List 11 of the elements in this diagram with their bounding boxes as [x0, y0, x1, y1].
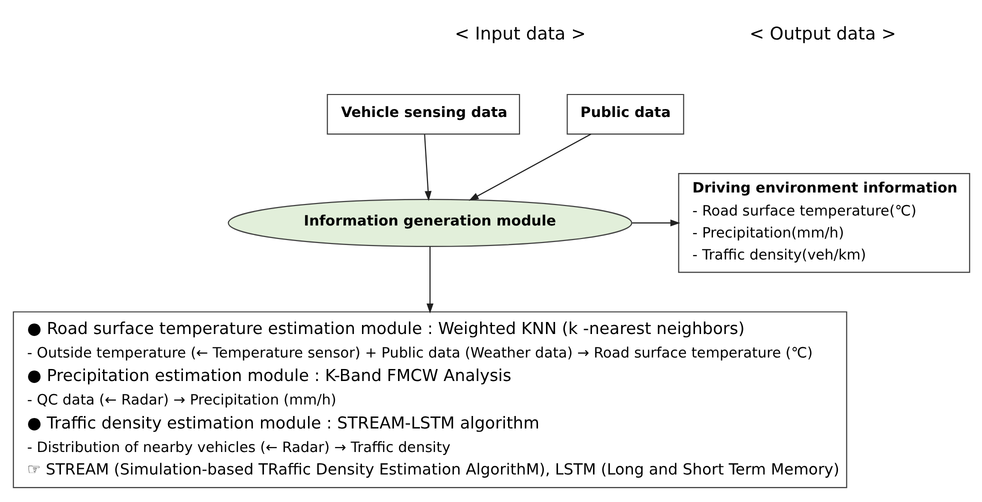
- node-box: ● Road surface temperature estimation module : Weighted KNN (k -nearest neighbors) - Outside temperature (← Temperature sensor) + Public data (Weather data) → Road surface temperature (℃) ● Precipitation estimation module : K-Band FMCW Analysis - QC data (← Radar) → Precipitation (mm/h) ● Traffic density estimation module : STREAM-LSTM algorithm - Distribution of nearby vehicles (← Radar) → Traffic density ☞ STREAM (Simulation-based TRaffic Density Estimation AlgorithM), LSTM (Long and Short Term Memory): [12, 310, 847, 488]
- node-ellipse: Information generation module: [227, 198, 632, 247]
- arrow: [468, 133, 591, 200]
- label: < Output data >: [748, 24, 896, 44]
- arrow: [424, 134, 432, 200]
- node-box: Public data: [566, 93, 684, 134]
- arrow: [426, 246, 433, 313]
- arrow: [632, 218, 680, 226]
- node-box: Vehicle sensing data: [326, 93, 520, 134]
- node-box: Driving environment information - Road surface temperature(℃) - Precipitation(mm/h) - Traffic density(veh/km): [678, 172, 970, 272]
- label: < Input data >: [454, 24, 586, 44]
